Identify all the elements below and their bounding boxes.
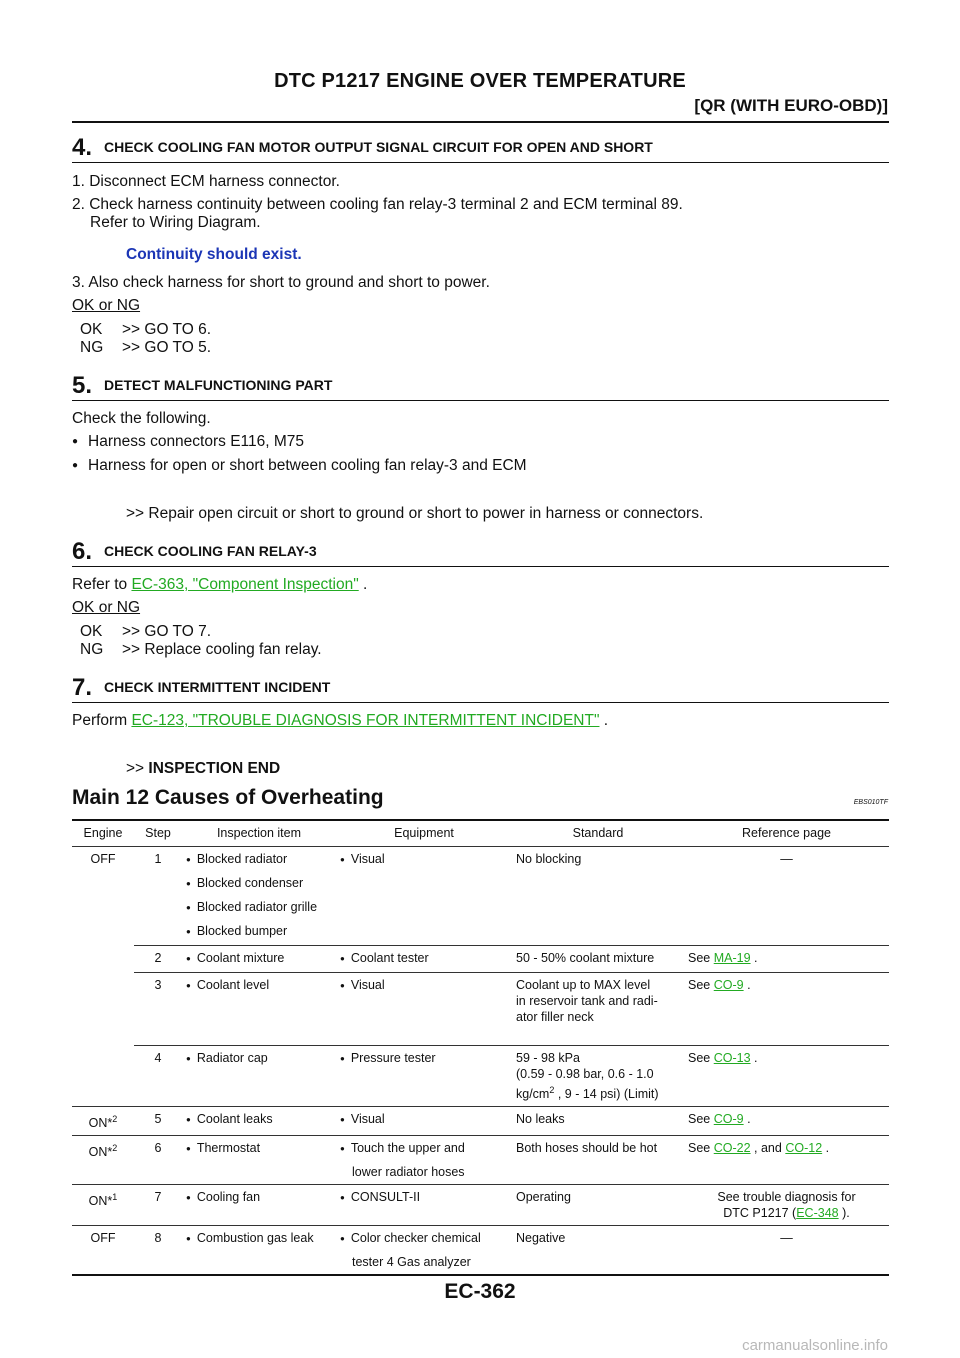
ok-or-ng-label: OK or NG [72, 297, 141, 314]
table-row: ON*2 6 Thermostat Touch the upper andlow… [72, 1135, 889, 1185]
table-row: 4 Radiator cap Pressure tester 59 - 98 k… [72, 1044, 889, 1107]
column-header: Equipment [336, 820, 512, 847]
ok-or-ng-label: OK or NG [72, 599, 141, 616]
section-code: EBS010TF [853, 799, 888, 806]
step-title: DETECT MALFUNCTIONING PART [104, 377, 333, 393]
instruction-line: Check the following. [72, 410, 211, 427]
column-header: Inspection item [182, 820, 336, 847]
reference-link[interactable]: EC-348 [796, 1206, 839, 1221]
reference-link[interactable]: CO-9 [713, 978, 744, 992]
reference-link[interactable]: EC-363, "Component Inspection" [131, 576, 359, 593]
reference-link[interactable]: CO-9 [713, 1112, 744, 1127]
step-6-heading: 6. CHECK COOLING FAN RELAY-3 [72, 540, 889, 567]
table-row: ON*2 5 Coolant leaks Visual No leaks See… [72, 1106, 889, 1136]
refer-line: Refer to EC-363, "Component Inspection" … [72, 576, 368, 593]
column-header: Engine [72, 820, 134, 847]
instruction-line: Refer to Wiring Diagram. [90, 214, 261, 231]
column-header: Step [134, 820, 182, 847]
step-5-heading: 5. DETECT MALFUNCTIONING PART [72, 374, 889, 401]
reference-link[interactable]: CO-22 [713, 1141, 751, 1156]
header-rule [72, 121, 889, 123]
bullet-item: Harness connectors E116, M75 [72, 433, 304, 453]
step-title: CHECK COOLING FAN RELAY-3 [104, 543, 317, 559]
step-result: >> Repair open circuit or short to groun… [126, 505, 704, 522]
step-number: 4. [72, 134, 93, 161]
step-title: CHECK INTERMITTENT INCIDENT [104, 679, 331, 695]
ok-result: OK>> GO TO 6. [80, 321, 212, 338]
table-row: OFF 8 Combustion gas leak Color checker … [72, 1225, 889, 1276]
reference-link[interactable]: MA-19 [713, 951, 751, 965]
ng-result: NG>> GO TO 5. [80, 339, 212, 356]
inspection-end: >> INSPECTION END [126, 760, 281, 777]
reference-link[interactable]: EC-123, "TROUBLE DIAGNOSIS FOR INTERMITT… [131, 712, 600, 729]
spec-value: Continuity should exist. [126, 246, 302, 263]
page-subtitle: [QR (WITH EURO-OBD)] [694, 96, 888, 115]
table-row: OFF 1 Blocked radiator Blocked condenser… [72, 847, 889, 946]
ok-result: OK>> GO TO 7. [80, 623, 212, 640]
reference-link[interactable]: CO-13 [713, 1051, 751, 1065]
step-4-heading: 4. CHECK COOLING FAN MOTOR OUTPUT SIGNAL… [72, 136, 889, 163]
instruction-line: 3. Also check harness for short to groun… [72, 274, 490, 291]
page-number: EC-362 [444, 1280, 516, 1303]
step-title: CHECK COOLING FAN MOTOR OUTPUT SIGNAL CI… [104, 139, 653, 155]
perform-line: Perform EC-123, "TROUBLE DIAGNOSIS FOR I… [72, 712, 609, 729]
table-row: 2 Coolant mixture Coolant tester 50 - 50… [72, 945, 889, 973]
instruction-line: 1. Disconnect ECM harness connector. [72, 173, 340, 190]
reference-link[interactable]: CO-12 [785, 1141, 823, 1156]
step-number: 6. [72, 538, 93, 565]
table-header-row: Engine Step Inspection item Equipment St… [72, 820, 889, 847]
step-7-heading: 7. CHECK INTERMITTENT INCIDENT [72, 676, 889, 703]
step-number: 5. [72, 372, 93, 399]
column-header: Standard [512, 820, 684, 847]
page-title: DTC P1217 ENGINE OVER TEMPERATURE [274, 70, 686, 92]
step-number: 7. [72, 674, 93, 701]
overheating-causes-table: Engine Step Inspection item Equipment St… [72, 819, 889, 1277]
ng-result: NG>> Replace cooling fan relay. [80, 641, 322, 658]
bullet-item: Harness for open or short between coolin… [72, 457, 527, 477]
table-row: ON*1 7 Cooling fan CONSULT-II Operating … [72, 1184, 889, 1226]
column-header: Reference page [684, 820, 889, 847]
section-title: Main 12 Causes of Overheating [72, 786, 384, 809]
instruction-line: 2. Check harness continuity between cool… [72, 196, 683, 213]
table-row: 3 Coolant level Visual Coolant up to MAX… [72, 972, 889, 1046]
watermark: carmanualsonline.info [742, 1337, 888, 1354]
